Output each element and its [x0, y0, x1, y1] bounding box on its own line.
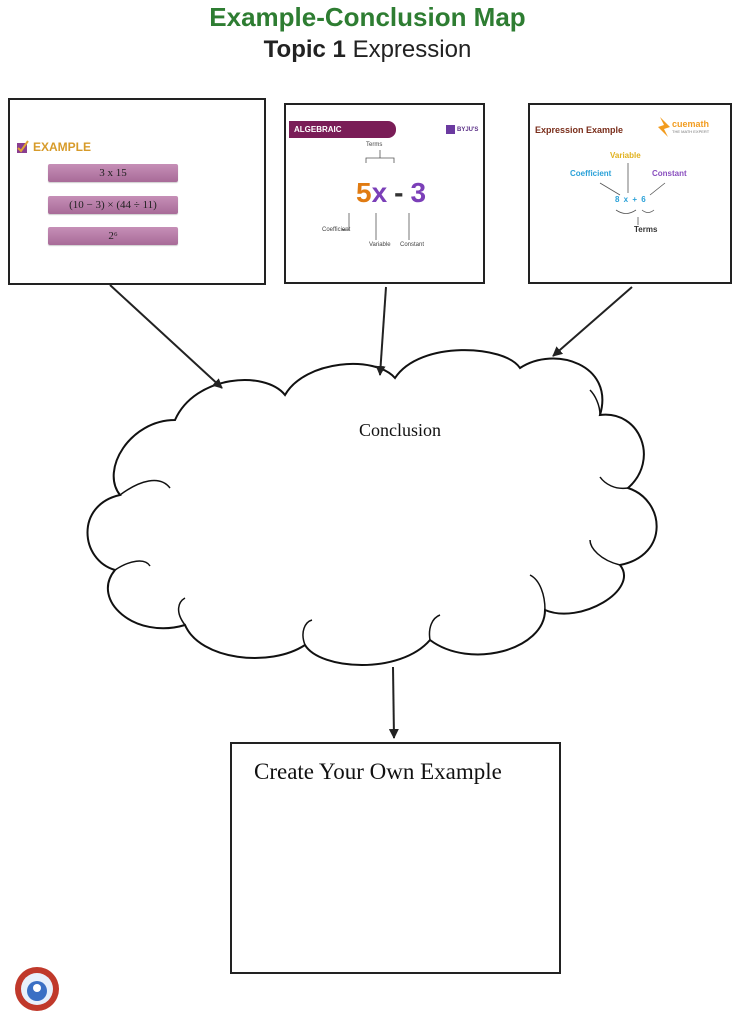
coefficient-label: Coefficient [322, 227, 351, 233]
cuemath-brand: cuemath [672, 119, 710, 129]
example-item-2: (10 − 3) × (44 ÷ 11) [48, 196, 178, 214]
constant-label: Constant [400, 242, 425, 248]
expr-operator: - [394, 177, 404, 208]
expr-constant: 3 [410, 177, 427, 208]
byjus-icon [446, 125, 455, 134]
algebraic-banner: ALGEBRAIC EXPRESSIONS [289, 121, 396, 151]
example-heading-text: EXAMPLE [33, 140, 92, 154]
expression-diagram-lines [599, 117, 670, 225]
conclusion-label: Conclusion [359, 420, 442, 440]
cuemath-icon [658, 117, 670, 137]
expr-variable: x [371, 177, 388, 208]
expression-example-card: Expression Example cuemath THE MATH EXPE… [528, 103, 732, 284]
arrow-algebraic-to-cloud [375, 286, 387, 376]
school-logo-icon [15, 967, 59, 1011]
coefficient-label: Coefficient [570, 169, 612, 178]
flag-icon [17, 140, 29, 153]
algebraic-expressions-card: ALGEBRAIC EXPRESSIONS BYJU'S Terms 5x-3 … [284, 103, 485, 284]
example-item-1: 3 x 15 [48, 164, 178, 182]
arrow-expression-to-cloud [552, 286, 633, 357]
terms-label: Terms [634, 225, 658, 234]
cuemath-logo: cuemath THE MATH EXPERT [672, 119, 709, 134]
arrow-cloud-to-own-example [388, 666, 399, 739]
variable-label: Variable [610, 151, 641, 160]
terms-label: Terms [366, 142, 383, 148]
example-item-3: 2⁶ [48, 227, 178, 245]
cuemath-tagline: THE MATH EXPERT [672, 129, 710, 134]
byjus-brand: BYJU'S [457, 126, 479, 133]
subtitle-text: Expression [352, 36, 472, 63]
constant-label: Constant [652, 169, 687, 178]
algebraic-expression: 5x-3 [356, 177, 426, 209]
byjus-logo: BYJU'S [446, 125, 478, 134]
example-card: EXAMPLE 3 x 15 (10 − 3) × (44 ÷ 11) 2⁶ [8, 98, 266, 285]
create-your-own-example-label: Create Your Own Example [254, 759, 502, 784]
page-subtitle: Topic 1 Expression [0, 36, 735, 64]
arrow-example-to-cloud [109, 284, 223, 389]
variable-label: Variable [369, 242, 391, 248]
expression-example-title: Expression Example [535, 125, 624, 135]
algebraic-bracket-lines [342, 150, 410, 240]
subtitle-topic: Topic 1 [263, 36, 346, 63]
expr-coefficient: 5 [356, 177, 372, 208]
cloud-shape [86, 349, 658, 666]
page-title: Example-Conclusion Map [209, 2, 526, 32]
create-your-own-example-box[interactable]: Create Your Own Example [230, 742, 561, 974]
example-heading: EXAMPLE [16, 140, 91, 154]
expression-text: 8 x + 6 [615, 195, 647, 204]
